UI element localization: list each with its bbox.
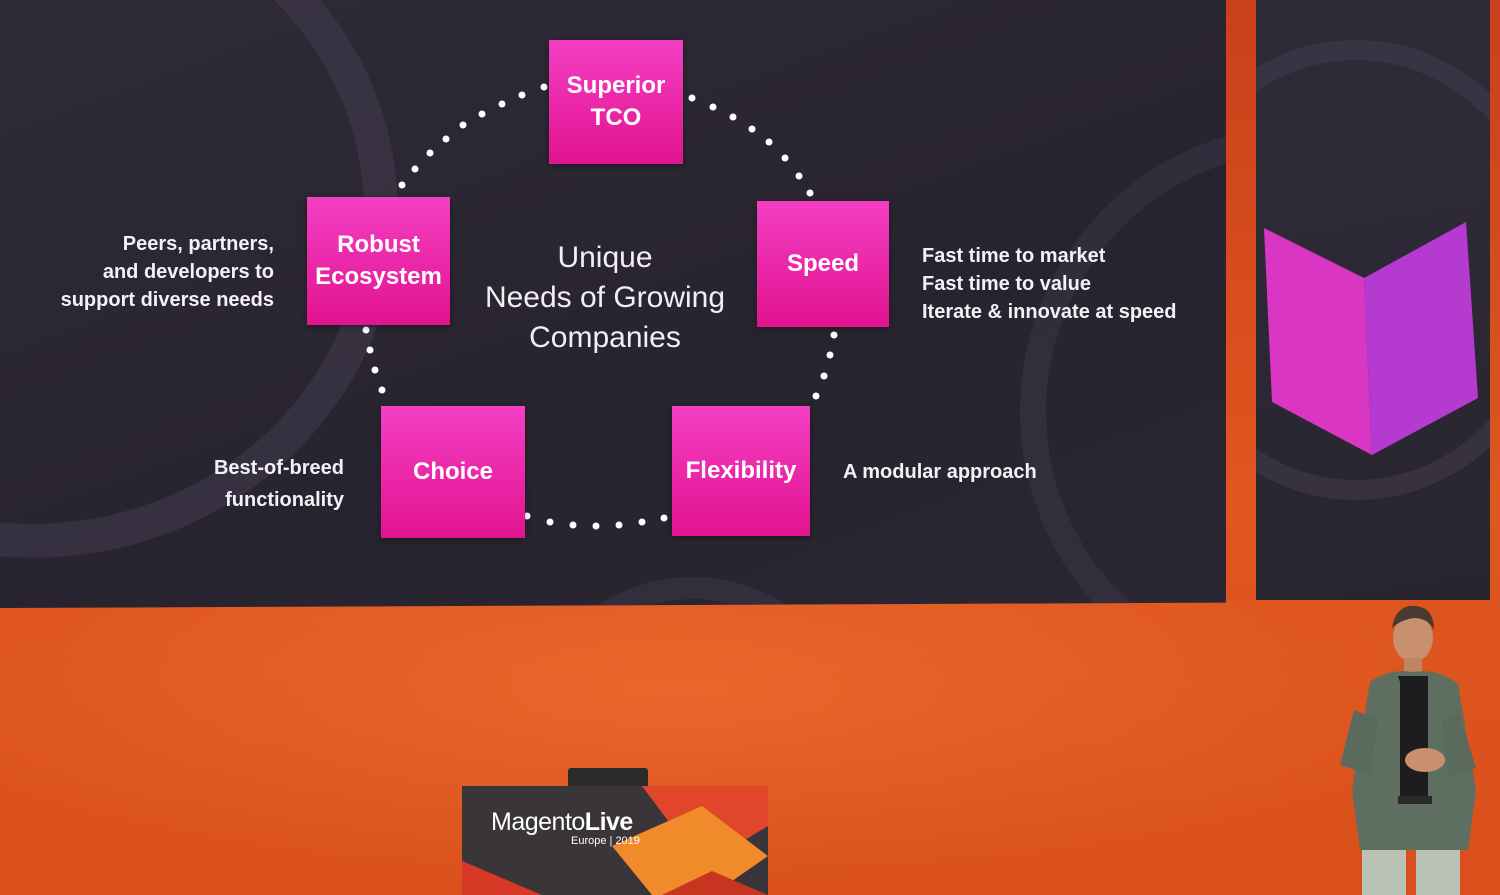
note-line: Best-of-breed — [213, 457, 344, 479]
note-ecosystem: Peers, partners, and developers to suppo… — [30, 230, 274, 314]
side-projection-screen — [1256, 0, 1490, 600]
magento-live-logo: MagentoLive — [491, 808, 633, 837]
box-label-line: Ecosystem — [315, 263, 442, 290]
logo-brand-bold: Live — [584, 808, 634, 836]
box-label-line: Robust — [337, 231, 420, 258]
note-line: and developers to — [102, 261, 274, 283]
note-speed: Fast time to market Fast time to value I… — [922, 242, 1212, 326]
box-label-line: Superior — [566, 72, 666, 99]
center-title-line: Companies — [529, 321, 681, 354]
center-title-line: Unique — [557, 241, 653, 274]
note-line: Iterate & innovate at speed — [922, 301, 1177, 323]
podium-front-panel — [462, 786, 768, 895]
box-choice: Choice — [381, 406, 525, 538]
diagram-center-title: Unique Needs of Growing Companies — [462, 238, 748, 358]
logo-brand-regular: Magento — [491, 808, 585, 836]
presenter-figure — [1340, 605, 1476, 895]
note-line: functionality — [225, 489, 344, 511]
note-line: A modular approach — [843, 461, 1037, 483]
box-label-line: Speed — [786, 250, 860, 277]
note-line: Peers, partners, — [122, 233, 274, 255]
logo-subline: Europe | 2019 — [571, 835, 640, 847]
podium-lectern-top — [568, 768, 648, 790]
note-line: Fast time to value — [922, 273, 1091, 295]
center-title-line: Needs of Growing — [484, 281, 726, 314]
dotted-cycle-path — [0, 0, 1230, 612]
note-choice: Best-of-breed functionality — [180, 452, 344, 516]
box-label-line: TCO — [590, 104, 642, 131]
box-label-line: Flexibility — [685, 457, 797, 484]
note-flexibility: A modular approach — [843, 458, 1103, 486]
podium-geometric-pattern — [462, 786, 768, 895]
note-line: support diverse needs — [60, 289, 274, 311]
magenta-cube-graphic — [1264, 222, 1478, 455]
note-line: Fast time to market — [922, 245, 1106, 267]
box-flexibility: Flexibility — [672, 406, 810, 536]
box-speed: Speed — [757, 201, 889, 327]
box-label-line: Choice — [412, 458, 493, 485]
